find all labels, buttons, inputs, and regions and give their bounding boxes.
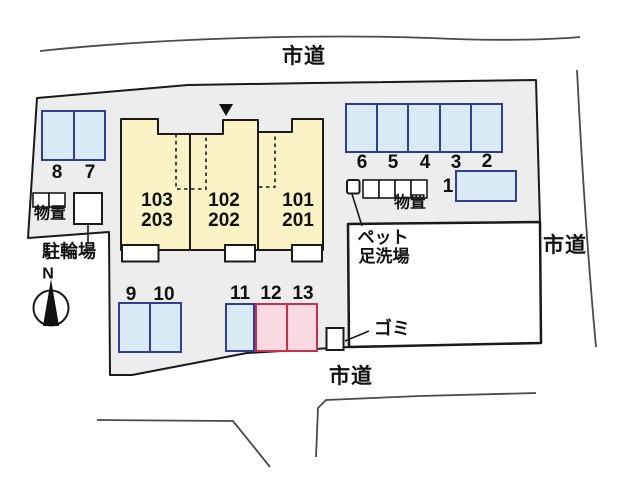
trash-leader-line [344,330,370,342]
unit-203: 203 [141,210,173,231]
road-label-right: 市道 [543,233,587,257]
unit-102: 102 [208,190,240,211]
road-line-bottom-right [315,392,537,458]
storage-right-cell-1 [362,179,380,199]
parking-block-11 [225,303,255,352]
parking-block-8-7 [41,110,106,161]
storage-left-cell-2 [48,192,66,208]
parking-block-12-13 [255,303,318,352]
entrance-103 [121,244,160,263]
parking-space-2 [469,105,502,151]
entrance-102 [224,244,256,263]
compass-needle [43,279,59,326]
road-line-right [576,69,597,348]
parking-space-4 [407,105,439,151]
parking-block-9-10 [118,302,182,353]
dashed-porch-left [175,134,207,190]
parking-number-5: 5 [387,152,399,174]
compass-north-label: N [42,265,54,283]
parking-space-13 [285,305,316,350]
parking-space-3 [438,105,470,151]
bicycle-parking-label: 駐輪場 [42,241,96,262]
road-label-top: 市道 [282,44,326,68]
parking-space-10 [149,304,180,351]
parking-space-7 [72,112,104,159]
parking-number-8: 8 [51,162,63,184]
road-label-bottom: 市道 [329,364,373,388]
parking-number-4: 4 [419,152,431,174]
parking-space-8 [43,112,73,159]
trash-box [325,327,345,351]
pet-wash-label-line2: 足洗場 [358,247,410,267]
parking-number-12: 12 [260,283,282,305]
parking-number-13: 13 [292,283,314,305]
pet-wash-box [346,179,361,195]
unit-201: 201 [282,210,314,231]
parking-space-12 [257,305,286,350]
entrance-marker-triangle [219,104,233,116]
pet-wash-label-line1: ペット [357,228,409,248]
bicycle-parking-box [73,192,103,225]
parking-number-3: 3 [450,152,462,174]
parking-number-1: 1 [442,176,454,198]
parking-number-10: 10 [153,284,175,306]
parking-space-1 [457,172,515,200]
unit-label-103-203: 103 203 [141,191,173,231]
parking-space-6 [347,105,377,151]
unit-103: 103 [141,190,173,211]
storage-left-label: 物置 [33,205,67,223]
road-line-top [39,35,581,52]
parking-number-7: 7 [84,162,96,184]
unit-101: 101 [282,190,314,211]
unit-label-101-201: 101 201 [282,191,314,231]
parking-space-5 [376,105,408,151]
parking-block-6-2 [345,103,503,153]
parking-number-2: 2 [481,151,493,173]
parking-number-11: 11 [229,283,251,305]
storage-right-label: 物置 [393,194,427,212]
unit-202: 202 [208,210,240,231]
parking-block-1 [455,170,517,202]
entrance-101 [291,244,323,263]
pet-wash-leader-line [351,193,363,227]
road-line-bottom-left [96,419,271,468]
cutout-parcel [346,220,543,349]
parking-number-6: 6 [356,152,368,174]
trash-label: ゴミ [374,318,410,339]
storage-right-cell-2 [378,179,396,199]
dashed-porch-right [259,132,276,188]
storage-right-cell-4 [410,179,428,199]
parking-space-11 [227,305,253,350]
parking-number-9: 9 [125,284,137,306]
parking-space-9 [120,304,149,351]
unit-label-102-202: 102 202 [208,191,240,231]
